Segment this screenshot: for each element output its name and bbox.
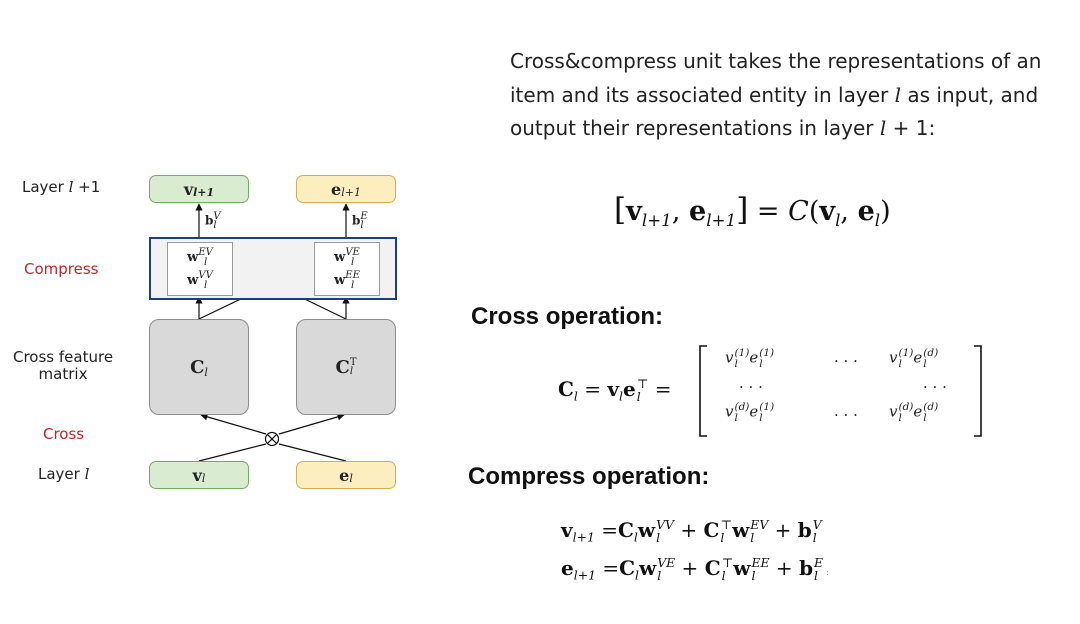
- layer-label: Layer l: [38, 465, 90, 483]
- matrix-cell-r2c1: · · ·: [739, 378, 763, 396]
- matrix-cell-r1c2: · · ·: [834, 352, 858, 370]
- line-e-to-cross: [278, 443, 347, 462]
- matrix-cell-r3c2: · · ·: [834, 406, 858, 424]
- line-v-to-cross: [198, 443, 267, 462]
- compress-operation-heading: Compress operation:: [468, 463, 710, 490]
- diagram-arrows: [195, 203, 350, 462]
- cross-label: Cross: [43, 425, 85, 443]
- matrix-brackets: [699, 345, 982, 437]
- compress-label: Compress: [24, 260, 99, 278]
- matrix-cell-r2c3: · · ·: [923, 378, 947, 396]
- cross-equation-lhs: Cl = vle⊤l =: [558, 376, 672, 404]
- intro-paragraph: Cross&compress unit takes the representa…: [510, 49, 1042, 140]
- cross-operation-heading: Cross operation:: [471, 303, 664, 330]
- layer-next-label: Layer l +1: [22, 178, 101, 196]
- arrow-cross-to-ct: [278, 413, 345, 435]
- arrow-cross-to-c: [200, 413, 267, 435]
- main-equation: [vl+1, el+1] = C(vl, el): [614, 192, 891, 230]
